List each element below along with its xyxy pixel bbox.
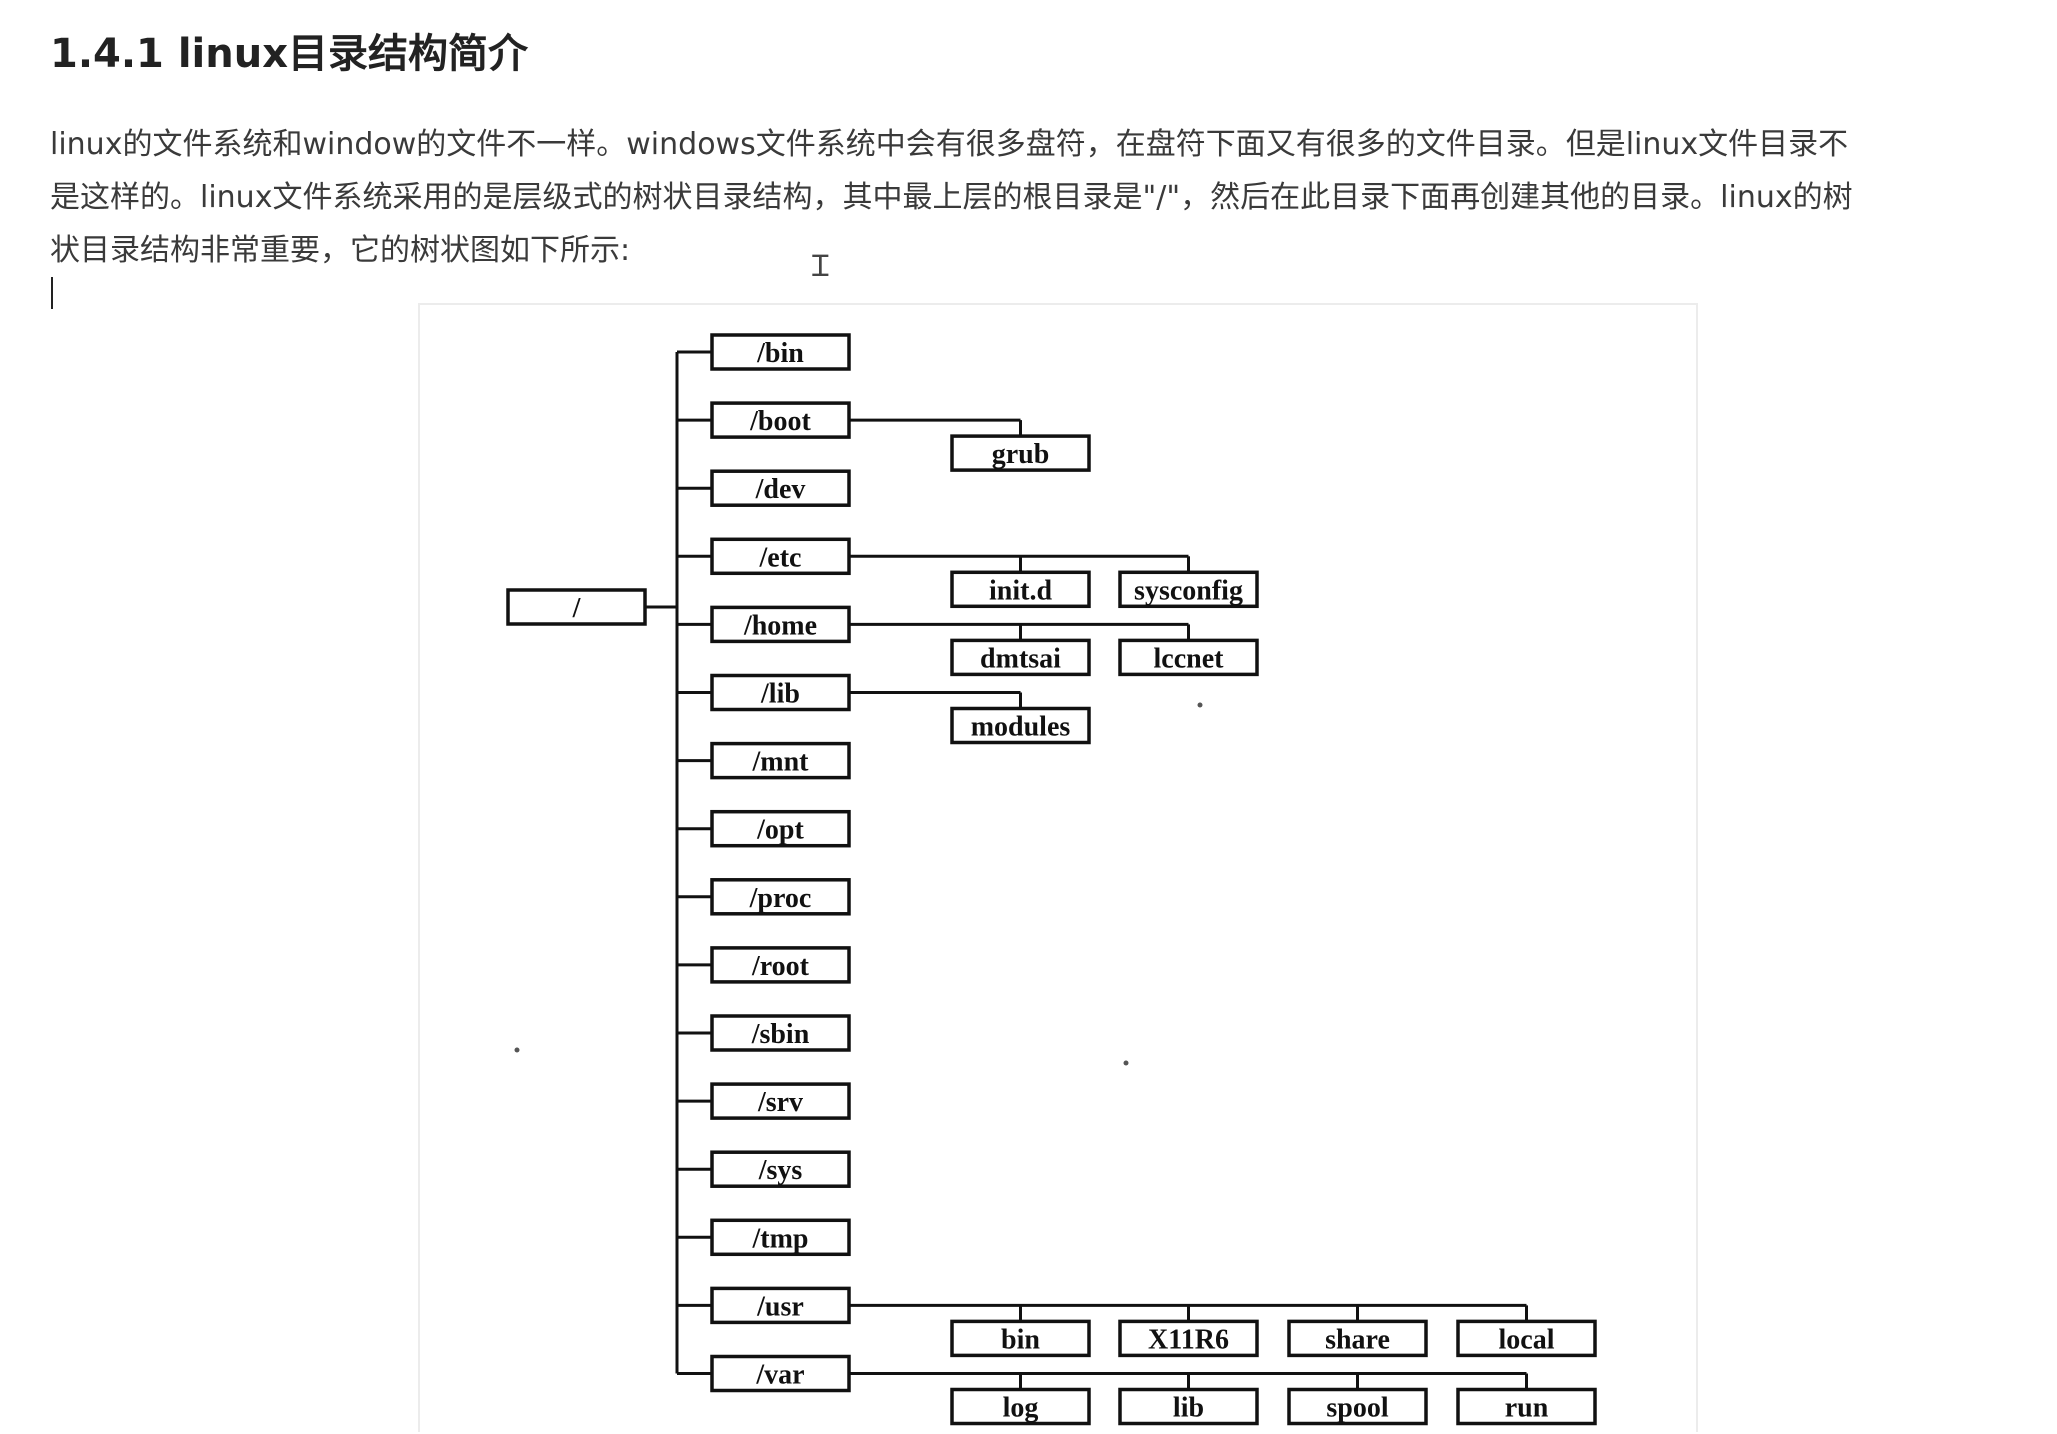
dir-boot-child-grub-box <box>950 434 1091 472</box>
paragraph-line: linux的文件系统和window的文件不一样。windows文件系统中会有很多… <box>50 127 1849 162</box>
dir-boot-label: /boot <box>749 406 811 437</box>
dir-usr-child-share-box <box>1287 1319 1428 1358</box>
dir-opt-label: /opt <box>756 815 804 846</box>
directory-tree-diagram: / /bin/boot grub/dev/etc init.d sysconfig/ho… <box>506 333 1597 1426</box>
paragraph-line: 是这样的。linux文件系统采用的是层级式的树状目录结构，其中最上层的根目录是"… <box>50 180 1853 215</box>
dir-sbin-label: /sbin <box>751 1019 810 1050</box>
dir-tmp-label: /tmp <box>752 1223 809 1254</box>
ibeam-cursor-icon: Ɪ <box>812 249 829 284</box>
directory-tree-figure: / /bin/boot grub/dev/etc init.d sysconfig/ho… <box>418 303 1698 1432</box>
dir-usr-child-local-label: local <box>1499 1324 1555 1355</box>
dir-etc-child-sysconfig-box <box>1118 570 1259 609</box>
dir-etc-box <box>710 537 851 576</box>
dir-dev-box <box>710 469 851 507</box>
dir-var-child-run-box <box>1456 1387 1597 1426</box>
dir-usr-child-bin-box <box>950 1319 1091 1358</box>
dir-lib-child-modules-box <box>950 706 1091 745</box>
dir-sys-label: /sys <box>758 1155 803 1186</box>
dir-etc-child-sysconfig-label: sysconfig <box>1134 575 1243 606</box>
dir-usr-child-local-box <box>1456 1319 1597 1358</box>
dir-srv-box <box>710 1082 851 1120</box>
dir-var-box <box>710 1354 851 1393</box>
dir-dev-label: /dev <box>755 474 806 505</box>
dir-usr-child-share-label: share <box>1325 1324 1390 1355</box>
dir-bin-box <box>710 333 851 371</box>
dir-home-child-dmtsai-label: dmtsai <box>980 643 1061 674</box>
dir-mnt-box <box>710 741 851 780</box>
dir-boot-child-grub-label: grub <box>992 439 1050 470</box>
dir-lib-label: /lib <box>760 679 800 710</box>
paragraph-line-text: 状目录结构非常重要，它的树状图如下所示: <box>50 233 631 268</box>
dir-home-label: /home <box>743 610 817 641</box>
dir-proc-box <box>710 878 851 916</box>
dir-var-child-log-label: log <box>1003 1393 1039 1424</box>
dir-usr-label: /usr <box>756 1291 804 1322</box>
dir-usr-child-x11r6-label: X11R6 <box>1148 1324 1229 1355</box>
dir-home-child-lccnet-label: lccnet <box>1154 643 1225 674</box>
dir-home-child-dmtsai-box <box>950 638 1091 677</box>
dir-root-box <box>710 946 851 984</box>
dir-var-child-log-box <box>950 1387 1091 1426</box>
scan-speck-dot <box>1197 702 1203 708</box>
dir-mnt-label: /mnt <box>752 747 810 778</box>
dir-srv-label: /srv <box>757 1087 803 1118</box>
dir-usr-child-x11r6-box <box>1118 1319 1259 1358</box>
dir-var-child-spool-label: spool <box>1326 1393 1388 1424</box>
section-heading: 1.4.1 linux目录结构简介 <box>50 31 528 77</box>
dir-var-child-lib-box <box>1118 1387 1259 1426</box>
dir-var-child-spool-box <box>1287 1387 1428 1426</box>
paragraph-line: 状目录结构非常重要，它的树状图如下所示: <box>50 224 2040 309</box>
dir-lib-child-modules-label: modules <box>971 712 1071 743</box>
scan-speck-dot <box>1123 1060 1129 1066</box>
dir-etc-child-init-d-box <box>950 570 1091 609</box>
dir-var-label: /var <box>755 1360 804 1391</box>
dir-tmp-box <box>710 1218 851 1257</box>
dir-var-child-lib-label: lib <box>1173 1393 1204 1424</box>
dir-root-label: / <box>572 593 582 624</box>
dir-lib-box <box>710 673 851 712</box>
dir-sys-box <box>710 1150 851 1188</box>
dir-var-child-run-label: run <box>1505 1393 1549 1424</box>
dir-proc-label: /proc <box>749 883 812 914</box>
text-caret <box>51 277 53 309</box>
dir-opt-box <box>710 809 851 848</box>
dir-etc-label: /etc <box>759 542 802 573</box>
intro-paragraph: linux的文件系统和window的文件不一样。windows文件系统中会有很多… <box>50 118 2040 309</box>
dir-etc-child-init-d-label: init.d <box>989 575 1052 606</box>
dir-home-box <box>710 605 851 644</box>
scan-speck-dot <box>514 1047 520 1053</box>
dir-usr-child-bin-label: bin <box>1001 1324 1040 1355</box>
dir-home-child-lccnet-box <box>1118 638 1259 677</box>
dir-bin-label: /bin <box>756 338 804 369</box>
dir-sbin-box <box>710 1014 851 1052</box>
dir-root-label: /root <box>751 951 810 982</box>
